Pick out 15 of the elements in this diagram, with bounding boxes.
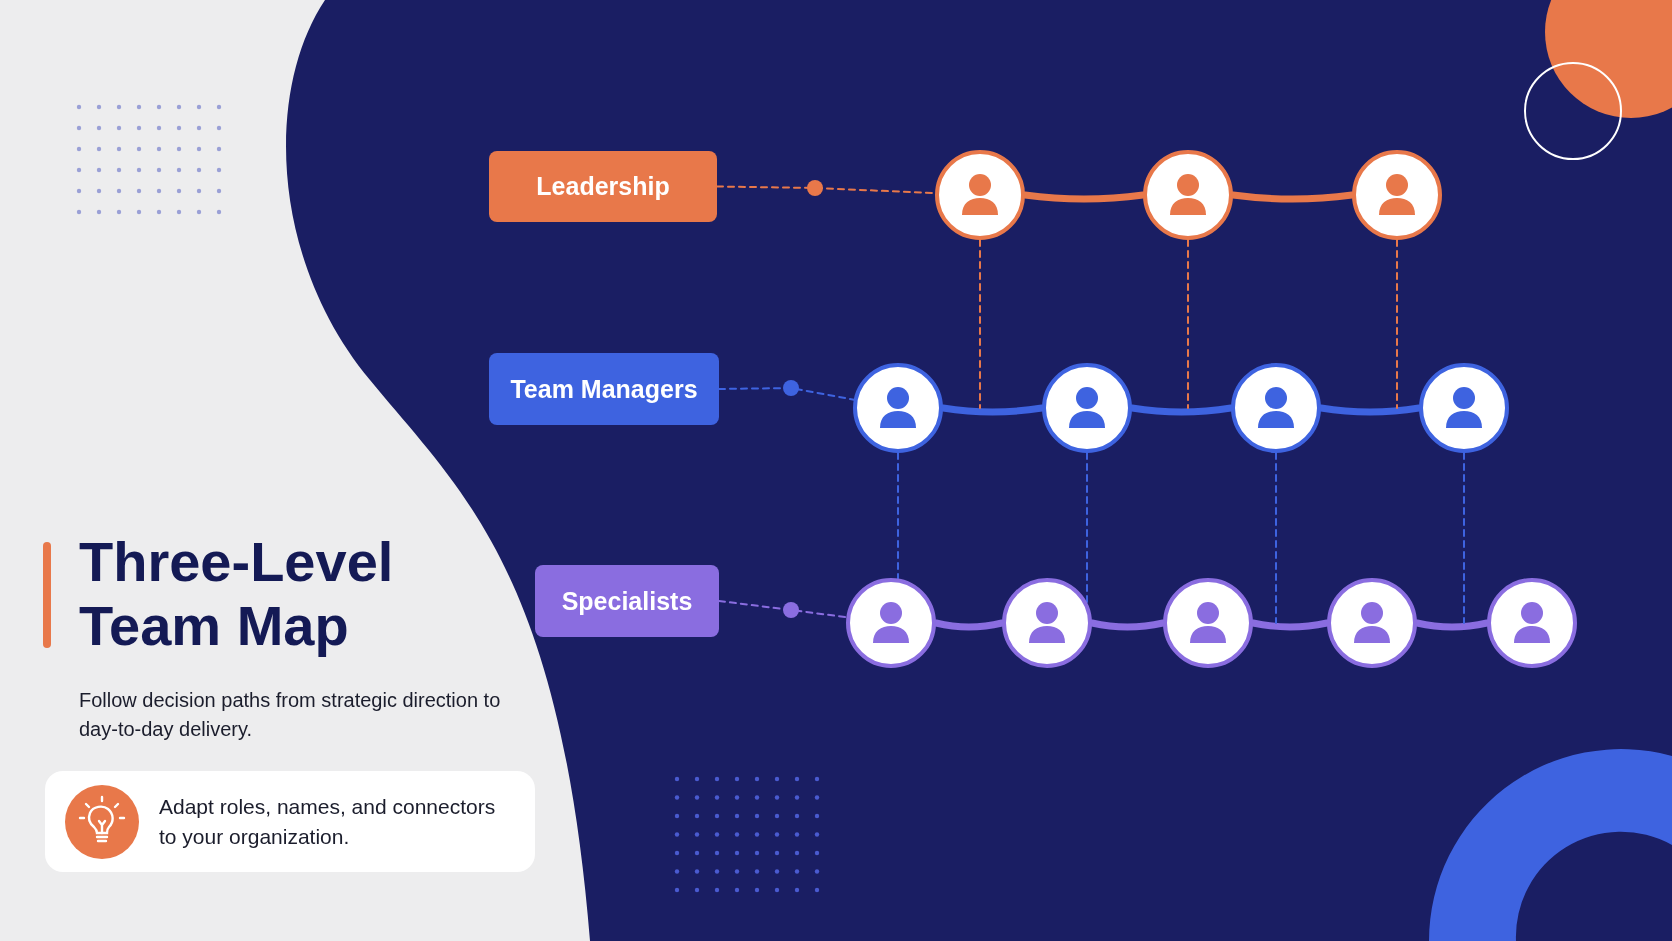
dashed-connector xyxy=(1463,452,1465,624)
dashed-connector xyxy=(897,452,899,580)
tip-card xyxy=(45,771,535,872)
level-label: Leadership xyxy=(489,151,717,222)
tip-text: Adapt roles, names, and connectors to your organization. xyxy=(159,793,497,850)
dashed-connector xyxy=(1275,452,1277,624)
subtitle-text: Follow decision paths from strategic direction to day-to-day delivery. xyxy=(79,688,502,742)
level-label: Specialists xyxy=(535,565,719,637)
dashed-connector xyxy=(979,239,981,409)
level-label: Team Managers xyxy=(489,353,719,425)
dashed-connector xyxy=(1396,239,1398,409)
title: Three-Level Team Map xyxy=(79,530,395,658)
dashed-connector xyxy=(1187,239,1189,409)
dashed-connector xyxy=(718,600,848,619)
dashed-connector xyxy=(718,387,855,401)
